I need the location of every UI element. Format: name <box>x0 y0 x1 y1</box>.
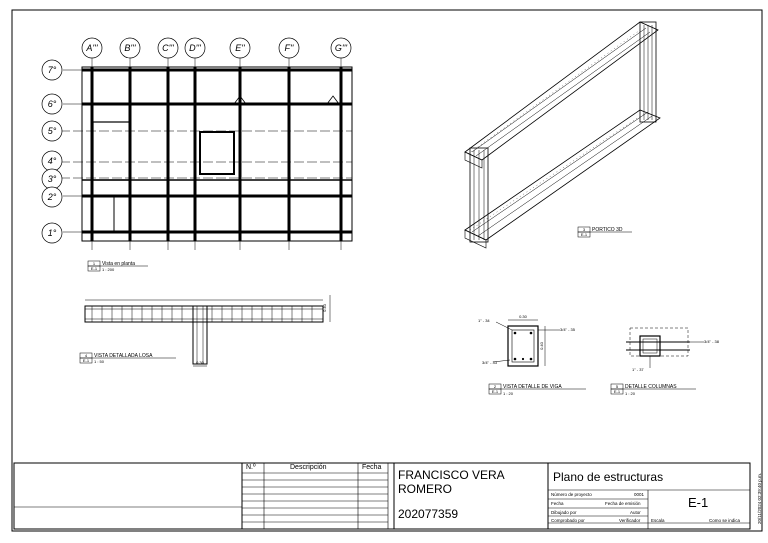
dimension-label: 0.30 <box>519 314 528 319</box>
view-number: 2 <box>494 384 497 389</box>
view-tag: 2 E-1 VISTA DETALLE DE VIGA 1 : 20 <box>488 383 586 396</box>
grid-col-label: D''' <box>189 43 201 53</box>
grid-col-label: G''' <box>335 43 347 53</box>
view-title: VISTA DETALLE DE VIGA <box>503 384 562 390</box>
view-number: 3 <box>583 227 586 232</box>
rebar-tag: 1" - 37 <box>632 367 644 372</box>
grid-row-label: 4° <box>48 156 57 166</box>
view-sheet: E-1 <box>492 389 499 394</box>
project-number-label: Número de proyecto <box>551 492 592 497</box>
dimension-label: 0.30 <box>196 360 205 365</box>
view-title: DETALLE COLUMNAS <box>625 384 677 390</box>
revision-col-description: Descripción <box>290 464 327 471</box>
view-scale: 1 : 200 <box>102 267 115 272</box>
rebar-tag: 3/4" - 33 <box>482 360 498 365</box>
view-sheet: E-1 <box>581 232 588 237</box>
print-timestamp: 20/11/2024 02:39:40 p.m. <box>756 473 762 524</box>
grid-col-label: C''' <box>162 43 174 53</box>
drawn-by-label: Dibujado por <box>551 510 577 515</box>
view-scale: 1 : 50 <box>94 359 105 364</box>
rebar-tag: 3/4" - 38 <box>704 339 720 344</box>
project-number-value: 0001 <box>634 492 645 497</box>
grid-col-label: B''' <box>124 43 135 53</box>
view-number: 5 <box>616 384 619 389</box>
author-name-line1: FRANCISCO VERA <box>398 468 505 482</box>
rebar-tag: 1" - 34 <box>478 318 490 323</box>
view-number: 1 <box>93 261 96 266</box>
grid-col-label: E'' <box>235 43 245 53</box>
checked-by-value: Verificador <box>619 518 641 523</box>
plan-view: A''' B''' C''' D''' E'' F'' G''' 7° 6° 5… <box>41 37 353 272</box>
view-tag: 3 E-1 PORTICO 3D <box>577 226 632 238</box>
author-id: 202077359 <box>398 507 459 521</box>
scale-label: Escala <box>651 518 665 523</box>
author-name-line2: ROMERO <box>398 482 452 496</box>
title-block <box>13 462 751 530</box>
scale-value: Como se indica <box>709 518 741 523</box>
view-tag: 1 E-1 Vista en planta 1 : 200 <box>87 260 148 272</box>
drawn-by-value: Autor <box>630 510 641 515</box>
losa-detail-view: 0.40 0.30 4 E-1 VISTA DETALLADA LOSA 1 :… <box>79 295 331 367</box>
view-sheet: E-1 <box>614 389 621 394</box>
dimension-label: 0.40 <box>322 303 327 312</box>
date-value: Fecha de emisión <box>605 501 641 506</box>
view-sheet: E-1 <box>83 358 90 363</box>
grid-row-label: 6° <box>48 99 57 109</box>
columnas-detail-view: 3/4" - 38 1" - 37 5 E-1 DETALLE COLUMNAS… <box>610 327 720 396</box>
grid-col-label: F'' <box>285 43 294 53</box>
view-title: Vista en planta <box>102 261 135 267</box>
dimension-label: 0.40 <box>539 341 544 350</box>
grid-col-label: A''' <box>85 43 97 53</box>
view-number: 4 <box>85 353 88 358</box>
view-title: VISTA DETALLADA LOSA <box>94 353 153 359</box>
view-sheet: E-1 <box>91 266 98 271</box>
rebar-tag: 3/4" - 35 <box>560 327 576 332</box>
grid-row-label: 7° <box>48 65 57 75</box>
date-label: Fecha <box>551 501 564 506</box>
view-tag: 4 E-1 VISTA DETALLADA LOSA 1 : 50 <box>79 352 176 364</box>
revision-col-date: Fecha <box>362 464 382 471</box>
grid-row-label: 3° <box>48 174 57 184</box>
revision-col-number: N.º <box>246 464 256 471</box>
sheet-border <box>11 9 763 532</box>
grid-row-label: 1° <box>48 228 57 238</box>
portico-3d-view: 3 E-1 PORTICO 3D <box>464 21 661 249</box>
view-title: PORTICO 3D <box>592 227 623 233</box>
grid-row-label: 2° <box>47 192 57 202</box>
view-scale: 1 : 20 <box>503 391 514 396</box>
view-tag: 5 E-1 DETALLE COLUMNAS 1 : 20 <box>610 383 696 396</box>
viga-detail-view: 0.30 0.40 1" - 34 3/4" - 35 3/4" - 33 2 … <box>478 314 586 396</box>
grid-row-label: 5° <box>48 126 57 136</box>
checked-by-label: Comprobado por <box>551 518 585 523</box>
sheet-title: Plano de estructuras <box>553 470 664 484</box>
view-scale: 1 : 20 <box>625 391 636 396</box>
sheet-number: E-1 <box>688 495 709 510</box>
